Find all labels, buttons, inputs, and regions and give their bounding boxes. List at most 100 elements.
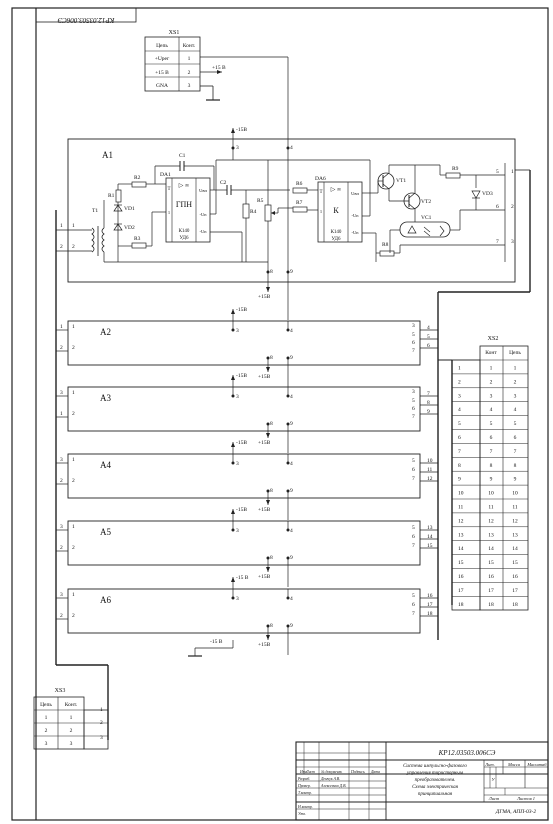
xs1-row-circuit: GNA — [156, 83, 168, 89]
xs2-row-circuit: 16 — [512, 574, 518, 580]
da6-label: DA6 — [315, 176, 326, 182]
da1-pin: 1 — [168, 210, 170, 215]
xs2-left-pin: 17 — [458, 588, 464, 594]
xs3-side-pin: 1 — [100, 707, 103, 713]
block-supply-top: -15В — [236, 507, 247, 513]
block-supply-bottom: +15В — [258, 642, 271, 648]
a1-pin: 9 — [290, 269, 293, 275]
block-left-pin: 1 — [72, 592, 75, 598]
block-pin: 8 — [270, 555, 273, 561]
a1-pin: 3 — [236, 145, 239, 151]
xs3-row-circuit: 2 — [45, 728, 48, 734]
block-supply-top: -15В — [236, 373, 247, 379]
r8-label: R8 — [382, 242, 389, 248]
vt1-label: VT1 — [396, 178, 406, 184]
xs1-row-circuit: +15 В — [155, 70, 169, 76]
da6-part: К140 — [331, 230, 342, 235]
block-left-pin: 2 — [72, 478, 75, 484]
checker-name: Алексеенко Д.В. — [320, 784, 346, 788]
xs2-header-circuit: Цепь — [509, 350, 521, 356]
block-pin: 4 — [290, 461, 293, 467]
resistor-r6 — [292, 187, 308, 194]
role-ncontrol: Н.контр. — [297, 805, 313, 809]
xs3-row-circuit: 3 — [45, 741, 48, 747]
drawing-frame — [11, 7, 549, 821]
doc-code: КР12.03503.006СЭ — [438, 749, 496, 757]
r6-label: R6 — [296, 181, 303, 187]
block-label: A6 — [100, 595, 111, 605]
diode-vd2 — [113, 223, 123, 231]
r3-label: R3 — [134, 236, 141, 242]
block-pin: 3 — [236, 596, 239, 602]
block-pin: 4 — [290, 328, 293, 334]
xs2-left-pin: 2 — [458, 379, 461, 385]
col-date: Дата — [370, 770, 380, 774]
block-right-in: 6 — [412, 602, 415, 608]
xs2-row-contact: 13 — [488, 532, 494, 538]
xs2-left-pin: 18 — [458, 602, 464, 608]
xs2-row-circuit: 8 — [514, 463, 517, 469]
a1-out-pin: 1 — [511, 169, 514, 175]
block-left-pin: 2 — [60, 545, 63, 551]
xs1-connector: XS1 Цепь Конт. +Uрег 1 +15 В 2 GNA 3 +15… — [144, 30, 288, 101]
block-right-in: 7 — [412, 414, 415, 420]
block-right-out: 16 — [427, 593, 433, 599]
a1-pin: 4 — [290, 145, 293, 151]
xs2-row-circuit: 12 — [512, 518, 518, 524]
da1-part: К140 — [179, 229, 190, 234]
doc-title-line: принципиальная — [418, 792, 453, 797]
vt2-label: VT2 — [421, 199, 431, 205]
xs2-row-contact: 1 — [490, 366, 493, 372]
doc-title-line: Схема электрическая — [412, 785, 459, 790]
resistor-r9 — [445, 172, 461, 179]
block-pin: 4 — [290, 596, 293, 602]
block-right-out: 5 — [427, 334, 430, 340]
block-pin: 3 — [236, 328, 239, 334]
xs1-out-label: +15 В — [212, 65, 226, 71]
xs2-row-contact: 10 — [488, 491, 494, 497]
xs2-row-circuit: 17 — [512, 588, 518, 594]
resistor-r8 — [379, 250, 395, 257]
xs2-row-circuit: 4 — [514, 407, 517, 413]
block-left-pin: 3 — [60, 457, 63, 463]
block-left-pin: 2 — [60, 345, 63, 351]
block-right-out: 9 — [427, 409, 430, 415]
block-frame — [67, 386, 421, 432]
block-frame — [67, 588, 421, 634]
xs1-row-contact: 3 — [188, 83, 191, 89]
block-label: A3 — [100, 393, 111, 403]
xs1-row-circuit: +Uрег — [155, 56, 170, 62]
xs2-left-pin: 3 — [458, 393, 461, 399]
block-left-pin: 3 — [60, 390, 63, 396]
block-left-pin: 1 — [72, 390, 75, 396]
da1-function: ГПН — [176, 200, 192, 209]
role-tcontrol: Т.контр. — [298, 791, 312, 795]
c1-label: C1 — [179, 153, 186, 159]
xs2-row-circuit: 3 — [514, 393, 517, 399]
xs3-side-pin: 2 — [100, 720, 103, 726]
sheets-count: Листов 1 — [516, 796, 535, 801]
comparator-da6 — [317, 181, 363, 243]
xs2-row-contact: 12 — [488, 518, 494, 524]
organization: ДГМА, АПП-03-2 — [495, 809, 537, 815]
da6-up: -Un — [352, 230, 360, 235]
da1-um: -Un — [200, 212, 208, 217]
opamp-da1 — [165, 177, 211, 243]
xs3-header-circuit: Цепь — [40, 702, 52, 708]
block-pin: 4 — [290, 528, 293, 534]
block-pin: 8 — [270, 421, 273, 427]
block-left-pin: 2 — [60, 613, 63, 619]
block-right-in: 5 — [412, 458, 415, 464]
xs1-row-contact: 2 — [188, 70, 191, 76]
a1-pin: 8 — [270, 269, 273, 275]
xs2-row-circuit: 13 — [512, 532, 518, 538]
header-lit: Лит. — [484, 762, 495, 767]
optocoupler-vc1 — [399, 221, 451, 238]
xs2-row-contact: 3 — [490, 393, 493, 399]
block-right-out: 4 — [427, 325, 430, 331]
block-pin: 9 — [290, 421, 293, 427]
